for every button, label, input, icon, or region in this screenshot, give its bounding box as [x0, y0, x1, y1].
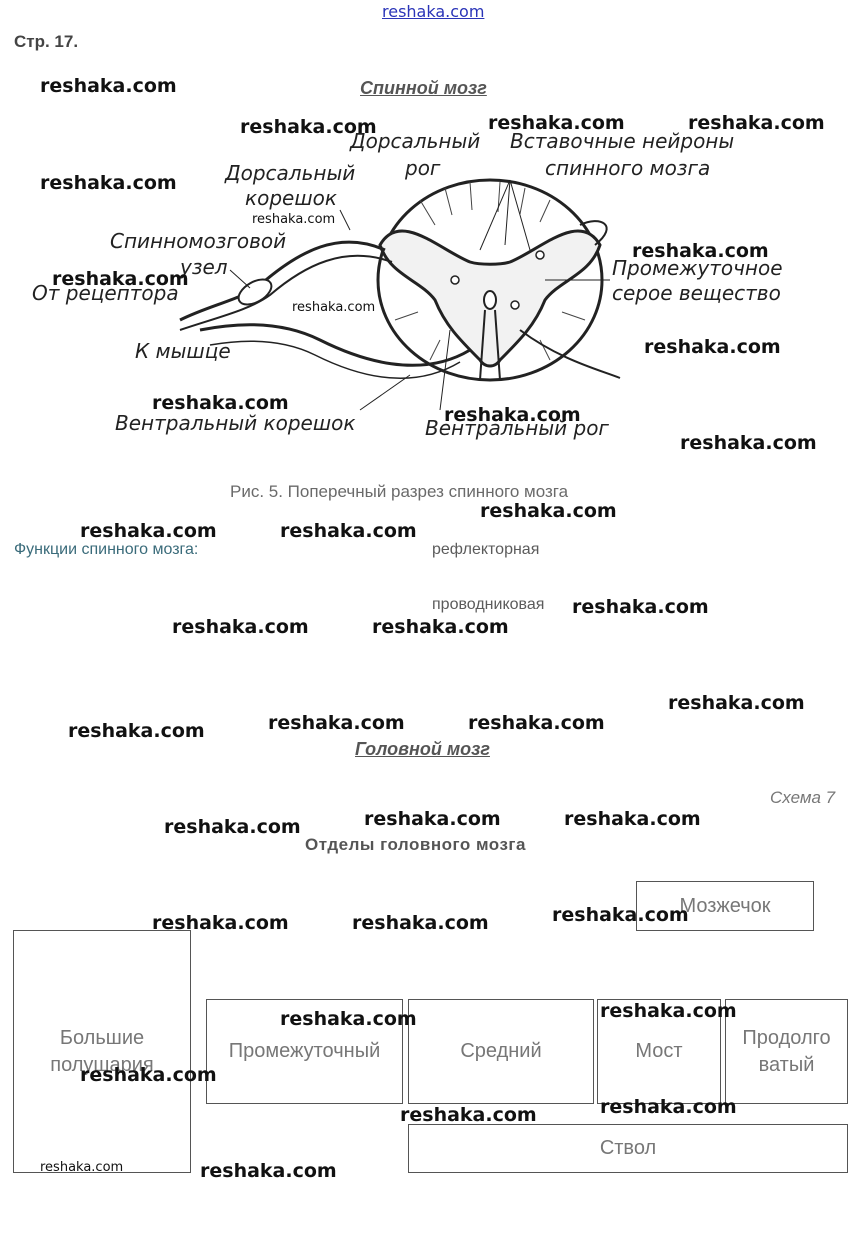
watermark: reshaka.com — [152, 392, 289, 414]
watermark: reshaka.com — [632, 240, 769, 262]
svg-text:От рецептора: От рецептора — [32, 281, 179, 305]
svg-text:серое вещество: серое вещество — [612, 281, 781, 305]
watermark: reshaka.com — [40, 75, 177, 97]
label-dorsal-horn-2: рог — [404, 156, 441, 180]
label-ventral-root: Вентральный корешок — [115, 411, 355, 435]
box-medulla: Продолговатый — [725, 999, 848, 1104]
site-link[interactable]: reshaka.com — [382, 2, 485, 21]
watermark: reshaka.com — [572, 596, 709, 618]
box-pons: Мост — [597, 999, 721, 1104]
watermark: reshaka.com — [80, 520, 217, 542]
watermark: reshaka.com — [40, 172, 177, 194]
svg-text:спинного мозга: спинного мозга — [545, 156, 710, 180]
watermark: reshaka.com — [552, 904, 689, 926]
watermark: reshaka.com — [488, 112, 625, 134]
watermark: reshaka.com — [600, 1000, 737, 1022]
svg-text:рог: рог — [404, 156, 441, 180]
label-dorsal-horn-1: Дорсальный — [349, 129, 480, 153]
watermark: reshaka.com — [80, 1064, 217, 1086]
svg-text:Промежуточное: Промежуточное — [612, 256, 783, 280]
schema-title: Отделы головного мозга — [305, 835, 526, 854]
watermark: reshaka.com — [252, 212, 336, 227]
spinal-cord-title: Спинной мозг — [360, 78, 487, 98]
watermark: reshaka.com — [280, 1008, 417, 1030]
label-ganglion-2: узел — [179, 255, 228, 279]
watermark: reshaka.com — [444, 404, 581, 426]
watermark: reshaka.com — [668, 692, 805, 714]
spinal-cord-diagram: Дорсальный рог Вставочные нейроны спинно… — [32, 129, 783, 440]
watermark: reshaka.com — [280, 520, 417, 542]
box-hemispheres-label: Большие полушария — [50, 1026, 154, 1076]
watermark: reshaka.com — [40, 1160, 124, 1175]
central-canal — [483, 290, 497, 310]
watermark: reshaka.com — [152, 912, 289, 934]
ventral-root — [199, 323, 471, 367]
label-intermediate-gray-2: серое вещество — [612, 281, 781, 305]
label-interneurons-2: спинного мозга — [545, 156, 710, 180]
schema-label: Схема 7 — [770, 788, 836, 807]
svg-text:узел: узел — [179, 255, 228, 279]
label-dorsal-root-2: корешок — [245, 186, 337, 210]
watermark: reshaka.com — [364, 808, 501, 830]
function-item-conductive: проводниковая — [432, 596, 545, 613]
figure-caption: Рис. 5. Поперечный разрез спинного мозга — [230, 482, 569, 501]
functions-label: Функции спинного мозга: — [14, 541, 199, 558]
watermark: reshaka.com — [564, 808, 701, 830]
watermark: reshaka.com — [292, 300, 376, 315]
watermark: reshaka.com — [68, 720, 205, 742]
label-dorsal-root-1: Дорсальный — [224, 161, 355, 185]
svg-text:К мышце: К мышце — [135, 339, 231, 363]
watermark: reshaka.com — [644, 336, 781, 358]
watermark: reshaka.com — [400, 1104, 537, 1126]
page-label: Стр. 17. — [14, 32, 79, 51]
label-ventral-horn: Вентральный рог — [425, 416, 609, 440]
box-hemispheres: Большие полушария — [13, 930, 191, 1173]
watermark: reshaka.com — [680, 432, 817, 454]
function-item-reflex: рефлекторная — [432, 541, 540, 558]
svg-text:Вентральный рог: Вентральный рог — [425, 416, 609, 440]
box-midbrain: Средний — [408, 999, 594, 1104]
watermark: reshaka.com — [468, 712, 605, 734]
label-intermediate-gray-1: Промежуточное — [612, 256, 783, 280]
label-interneurons-1: Вставочные нейроны — [510, 129, 734, 153]
watermark: reshaka.com — [600, 1096, 737, 1118]
watermark: reshaka.com — [268, 712, 405, 734]
box-cerebellum: Мозжечок — [636, 881, 814, 931]
svg-text:Дорсальный: Дорсальный — [349, 129, 480, 153]
svg-text:Дорсальный: Дорсальный — [224, 161, 355, 185]
svg-text:Вентральный корешок: Вентральный корешок — [115, 411, 355, 435]
box-brainstem: Ствол — [408, 1124, 848, 1173]
watermark: reshaka.com — [240, 116, 377, 138]
watermark: reshaka.com — [352, 912, 489, 934]
watermark: reshaka.com — [480, 500, 617, 522]
watermark: reshaka.com — [172, 616, 309, 638]
svg-text:корешок: корешок — [245, 186, 337, 210]
label-ganglion-1: Спинномозговой — [110, 229, 286, 253]
label-to-muscle: К мышце — [135, 339, 231, 363]
svg-text:Вставочные нейроны: Вставочные нейроны — [510, 129, 734, 153]
label-from-receptor: От рецептора — [32, 281, 179, 305]
watermark: reshaka.com — [200, 1160, 337, 1182]
box-diencephalon: Промежуточный — [206, 999, 403, 1104]
brain-title: Головной мозг — [355, 739, 490, 759]
svg-text:Спинномозговой: Спинномозговой — [110, 229, 286, 253]
watermark: reshaka.com — [688, 112, 825, 134]
watermark: reshaka.com — [372, 616, 509, 638]
watermark: reshaka.com — [52, 268, 189, 290]
watermark: reshaka.com — [164, 816, 301, 838]
